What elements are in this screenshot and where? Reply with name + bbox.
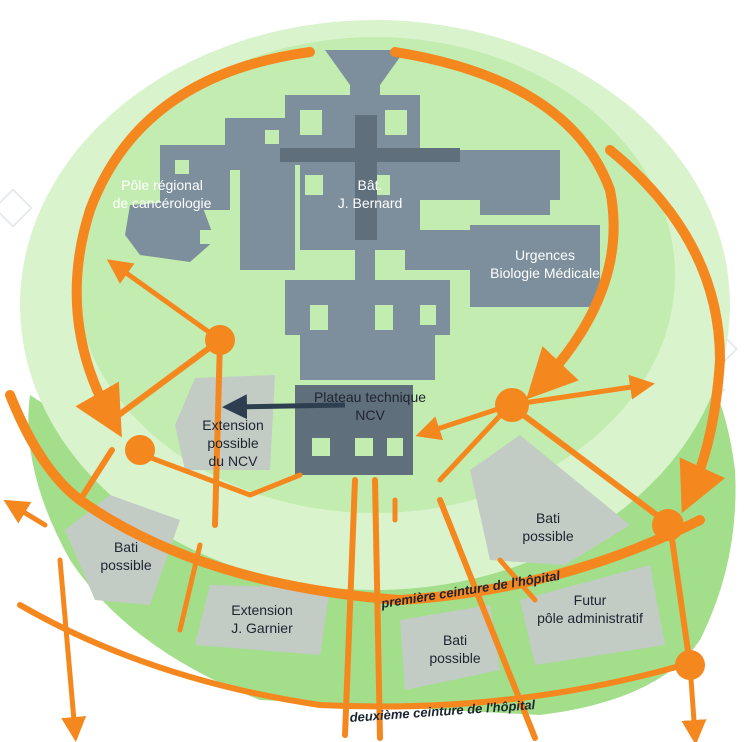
- plot-bati-left: [65, 495, 180, 605]
- plot-extension-garnier: [195, 585, 330, 655]
- loop-right-arrow: [390, 47, 619, 400]
- deuxieme-ceinture-road: [17, 602, 703, 710]
- label-extension-garnier-line2: J. Garnier: [231, 620, 293, 636]
- plot-futur-pole: [520, 565, 665, 665]
- label-extension-garnier-line1: Extension: [231, 602, 292, 618]
- node-right: [652, 509, 684, 541]
- premiere-ceinture-road: [5, 390, 705, 605]
- label-bati-left-line1: Bati: [114, 539, 138, 555]
- label-futur-line1: Futur: [574, 592, 607, 608]
- label-bati-right-line1: Bati: [536, 510, 560, 526]
- road-nodes: [125, 325, 705, 680]
- building-courtyards: [175, 110, 436, 330]
- plots: [65, 375, 665, 690]
- label-bati-center-line1: Bati: [443, 632, 467, 648]
- label-extension-ncv-line2: possible: [207, 435, 259, 451]
- loop-left-arrow: [71, 47, 315, 438]
- label-bati-right-line2: possible: [522, 528, 574, 544]
- label-pole-regional-line1: Pôle régional: [121, 177, 203, 193]
- label-bat-bernard-line2: J. Bernard: [338, 195, 403, 211]
- building-dark-overlay: [280, 115, 460, 475]
- label-plateau-line2: NCV: [355, 407, 385, 423]
- label-futur-line2: pôle administratif: [537, 610, 643, 626]
- node-left: [125, 435, 155, 465]
- label-urgences-line1: Urgences: [515, 247, 575, 263]
- label-bat-bernard-line1: Bât.: [358, 177, 383, 193]
- label-bati-left-line2: possible: [100, 557, 152, 573]
- label-extension-ncv-line1: Extension: [202, 417, 263, 433]
- plateau-courtyards: [312, 438, 403, 456]
- outer-right-arrow: [605, 145, 726, 514]
- ncv-extension-arrow: [222, 394, 346, 420]
- plot-extension-ncv: [175, 375, 275, 470]
- label-urgences-line2: Biologie Médicale: [490, 265, 600, 281]
- label-extension-ncv-line3: du NCV: [208, 453, 258, 469]
- node-bottom-right: [675, 650, 705, 680]
- label-bati-center-line2: possible: [429, 650, 481, 666]
- label-plateau-line1: Plateau technique: [314, 389, 426, 405]
- label-pole-regional-line2: de cancérologie: [113, 195, 212, 211]
- node-left-upper: [205, 325, 235, 355]
- node-center-right: [495, 388, 529, 422]
- building-complex: [125, 50, 600, 380]
- plot-bati-right: [470, 435, 630, 565]
- roads: [3, 47, 726, 742]
- plot-bati-center: [400, 605, 500, 690]
